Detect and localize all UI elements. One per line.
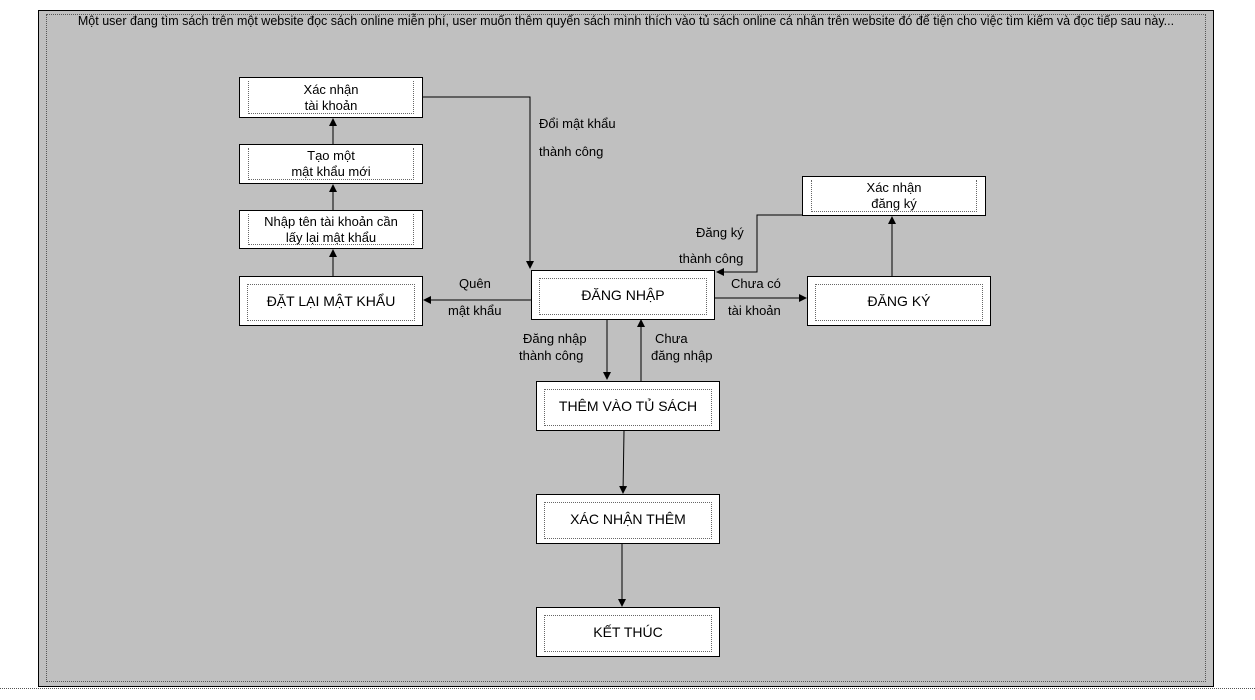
node-label: ĐĂNG KÝ [867,293,931,309]
node-label: ĐẶT LẠI MẬT KHẨU [266,293,396,309]
label-mat-khau: mật khẩu [448,303,502,318]
node-xac-nhan-dang-ky: Xác nhận đăng ký [802,176,986,216]
node-label: ĐĂNG NHẬP [581,287,665,303]
arrow-xac-nhan-dk-to-dang-nhap [716,214,803,276]
node-label: XÁC NHẬN THÊM [570,511,686,527]
arrow-them-to-xac-nhan-them [619,430,628,494]
node-dang-nhap: ĐĂNG NHẬP [531,270,715,320]
label-tai-khoan: tài khoản [728,303,781,318]
label-chua-co: Chưa có [731,276,781,291]
label-chua-dang-nhap: đăng nhập [651,348,713,363]
label-dang-nhap: Đăng nhập [523,331,587,346]
node-tao-mat-khau-moi: Tạo một mật khẩu mới [239,144,423,184]
label-doi-mat-khau-thanh-cong: thành công [539,144,604,159]
label-dang-ky-thanh-cong: thành công [679,251,744,266]
label-doi-mat-khau: Đổi mật khẩu [539,116,616,131]
node-label: Tạo một mật khẩu mới [291,148,371,179]
label-chua: Chưa [655,331,688,346]
node-label: Xác nhận đăng ký [866,180,922,211]
node-ket-thuc: KẾT THÚC [536,607,720,657]
scenario-description: Một user đang tìm sách trên một website … [77,14,1175,28]
node-label: Nhập tên tài khoản cần lấy lại mật khẩu [264,213,398,245]
node-xac-nhan-tai-khoan: Xác nhận tài khoản [239,77,423,118]
node-label: KẾT THÚC [593,624,663,640]
node-dang-ky: ĐĂNG KÝ [807,276,991,326]
node-nhap-ten-tai-khoan: Nhập tên tài khoản cần lấy lại mật khẩu [239,210,423,249]
node-xac-nhan-them: XÁC NHẬN THÊM [536,494,720,544]
node-label: THÊM VÀO TỦ SÁCH [558,398,698,414]
label-dang-nhap-thanh-cong: thành công [519,348,584,363]
node-label: Xác nhận tài khoản [303,81,359,113]
label-dang-ky: Đăng ký [696,225,744,240]
page-bottom-rule [0,688,1255,689]
label-quen: Quên [459,276,491,291]
arrow-xac-nhan-to-dang-nhap [422,96,534,269]
node-dat-lai-mat-khau: ĐẶT LẠI MẬT KHẨU [239,276,423,326]
node-them-vao-tu-sach: THÊM VÀO TỦ SÁCH [536,381,720,431]
diagram-canvas [38,10,1214,687]
